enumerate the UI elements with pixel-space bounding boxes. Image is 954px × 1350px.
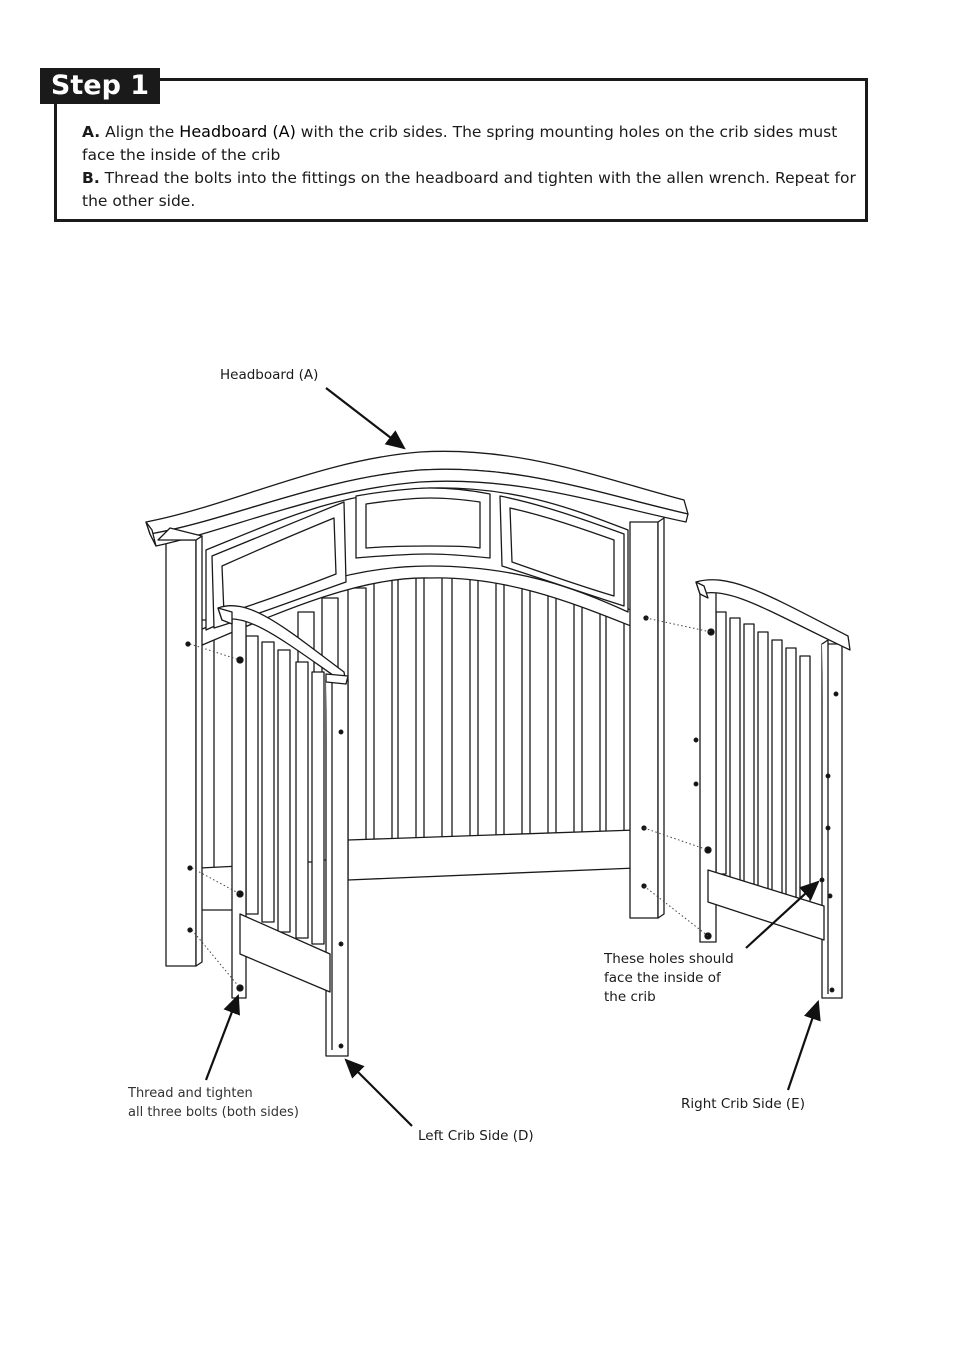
leader-arrows (204, 387, 821, 1127)
instruction-box (54, 78, 868, 222)
instruction-a-post: with the crib sides. The spring mounting… (82, 123, 838, 164)
left-crib-side-d (217, 605, 349, 1057)
instruction-b-text: Thread the bolts into the fittings on th… (82, 169, 856, 210)
holes-note-label: These holes should face the inside of th… (604, 951, 734, 1005)
holes-arrow (745, 880, 820, 949)
instruction-b: B. Thread the bolts into the fittings on… (82, 167, 872, 213)
right-side-arrow (786, 999, 821, 1091)
thread-note-label: Thread and tighten all three bolts (both… (128, 1086, 299, 1120)
headboard-slats (199, 565, 625, 871)
instruction-a-term: Headboard (A) (179, 122, 296, 141)
instruction-a: A. Align the Headboard (A) with the crib… (82, 120, 872, 167)
headboard-label: Headboard (A) (220, 367, 319, 383)
instruction-text: A. Align the Headboard (A) with the crib… (82, 120, 872, 213)
instruction-b-marker: B. (82, 169, 100, 187)
left-side-arrow (344, 1058, 413, 1127)
thread-arrow (204, 993, 240, 1081)
headboard-a (145, 450, 689, 967)
right-crib-side-label: Right Crib Side (E) (681, 1096, 805, 1112)
instruction-a-marker: A. (82, 123, 101, 141)
alignment-lines (189, 617, 712, 989)
headboard-arrow (325, 387, 406, 450)
right-crib-side-e (693, 579, 851, 999)
instruction-a-pre: Align the (100, 123, 180, 141)
left-crib-side-label: Left Crib Side (D) (418, 1128, 534, 1144)
step-title: Step 1 (40, 68, 160, 104)
